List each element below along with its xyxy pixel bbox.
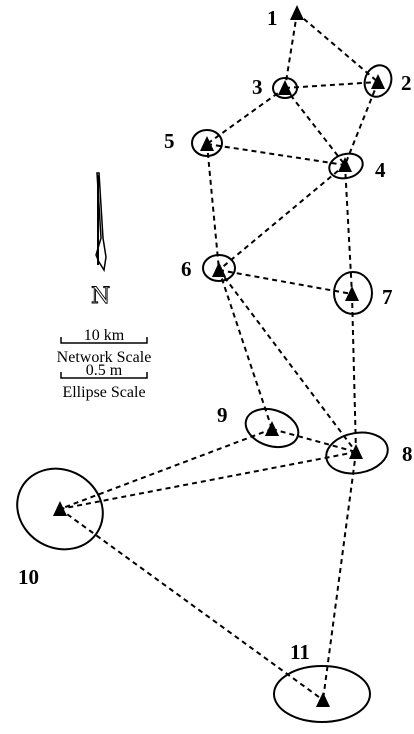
error-ellipse-2 xyxy=(363,64,393,98)
error-ellipse-3 xyxy=(272,77,298,99)
baseline-3-4 xyxy=(284,87,346,166)
station-label-6: 6 xyxy=(181,257,192,281)
ellipse-scale: 0.5 m Ellipse Scale xyxy=(60,362,148,401)
station-layer xyxy=(53,5,385,707)
error-ellipse-5 xyxy=(191,129,223,157)
baseline-5-4 xyxy=(206,143,346,166)
station-marker-11 xyxy=(316,692,330,707)
baseline-2-4 xyxy=(344,81,379,166)
station-label-8: 8 xyxy=(402,442,413,466)
baseline-9-8 xyxy=(271,428,357,453)
station-marker-7 xyxy=(345,286,359,301)
station-label-4: 4 xyxy=(375,158,386,182)
error-ellipse-layer xyxy=(16,64,393,723)
baseline-1-2 xyxy=(296,12,379,83)
north-label: N xyxy=(91,284,110,309)
network-scale-bar xyxy=(60,337,148,344)
station-label-11: 11 xyxy=(290,640,310,664)
baseline-8-10 xyxy=(59,451,357,510)
error-ellipse-8 xyxy=(325,431,389,475)
error-ellipse-10 xyxy=(16,467,104,551)
station-marker-4 xyxy=(338,157,352,172)
station-marker-8 xyxy=(349,444,363,459)
station-label-3: 3 xyxy=(252,75,263,99)
station-marker-9 xyxy=(265,421,279,436)
network-scale: 10 km Network Scale xyxy=(57,327,152,366)
baseline-8-11 xyxy=(322,451,357,701)
station-label-1: 1 xyxy=(267,6,278,30)
station-marker-5 xyxy=(200,136,214,151)
station-marker-2 xyxy=(371,74,385,89)
ellipse-scale-label: Ellipse Scale xyxy=(62,384,145,401)
baseline-4-7 xyxy=(344,164,353,295)
station-label-7: 7 xyxy=(382,285,393,309)
ellipse-scale-value: 0.5 m xyxy=(86,362,123,379)
station-label-layer: 1 2 3 4 5 6 7 8 9 10 11 xyxy=(18,6,413,664)
baseline-6-7 xyxy=(218,269,353,295)
network-scale-value: 10 km xyxy=(84,327,125,344)
error-ellipse-11 xyxy=(273,665,371,723)
station-marker-6 xyxy=(212,262,226,277)
station-marker-3 xyxy=(278,80,292,95)
error-ellipse-6 xyxy=(202,254,236,282)
baseline-9-10 xyxy=(59,428,273,510)
error-ellipse-4 xyxy=(328,152,364,180)
baseline-7-8 xyxy=(351,293,357,453)
station-label-5: 5 xyxy=(164,129,175,153)
station-marker-1 xyxy=(290,5,304,20)
baseline-6-8 xyxy=(218,269,357,453)
ellipse-scale-bar xyxy=(60,372,148,379)
north-arrow: N xyxy=(91,172,111,309)
error-ellipse-9 xyxy=(244,407,300,449)
error-ellipse-7 xyxy=(333,271,373,315)
baseline-1-3 xyxy=(284,12,298,89)
station-marker-10 xyxy=(53,501,67,516)
baseline-10-11 xyxy=(59,508,324,701)
baseline-3-5 xyxy=(206,87,286,145)
baseline-6-9 xyxy=(218,269,273,430)
baseline-layer xyxy=(59,12,379,701)
baseline-3-2 xyxy=(284,81,379,89)
network-scale-label: Network Scale xyxy=(57,349,152,366)
baseline-5-6 xyxy=(206,143,220,271)
station-label-10: 10 xyxy=(18,565,39,589)
station-label-2: 2 xyxy=(401,71,412,95)
baseline-4-6 xyxy=(218,164,346,271)
station-label-9: 9 xyxy=(217,403,228,427)
